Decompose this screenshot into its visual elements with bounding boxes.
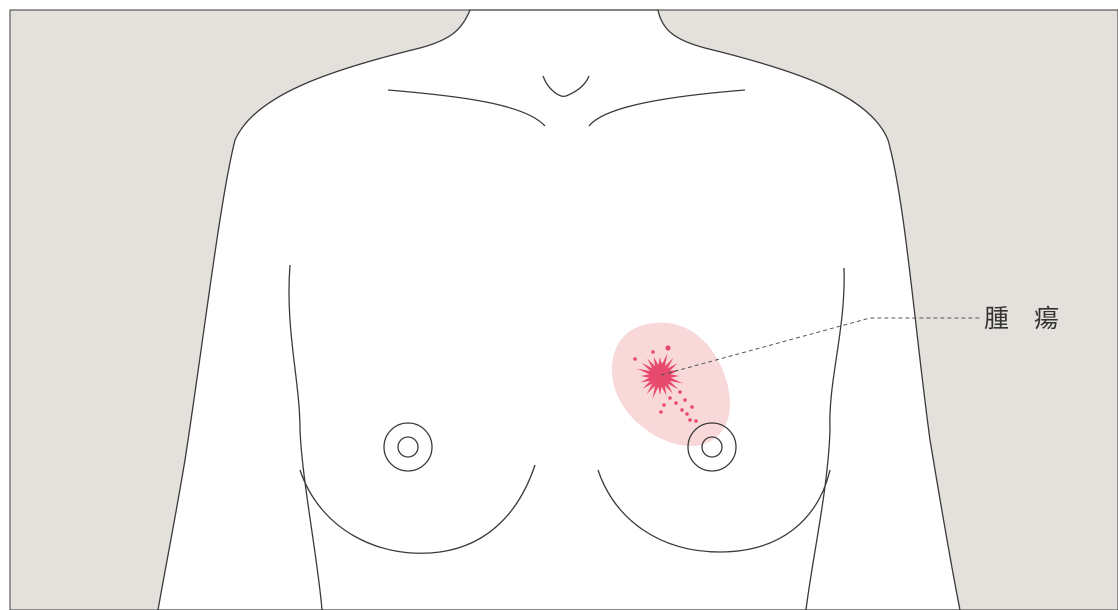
calcification-dot bbox=[668, 396, 672, 400]
calcification-dot bbox=[690, 405, 694, 409]
calcification-dot bbox=[651, 350, 655, 354]
calcification-dot bbox=[659, 410, 663, 414]
calcification-dot bbox=[683, 398, 687, 402]
calcification-dot bbox=[665, 345, 670, 350]
calcification-dot bbox=[694, 419, 698, 423]
calcification-dot bbox=[678, 390, 682, 394]
torso-outline bbox=[158, 10, 960, 610]
calcification-dot bbox=[662, 403, 666, 407]
calcification-dot bbox=[674, 401, 678, 405]
calcification-dot bbox=[685, 412, 689, 416]
calcification-dot bbox=[659, 362, 662, 365]
calcification-dot bbox=[680, 408, 684, 412]
tumor-label: 腫 瘍 bbox=[984, 304, 1059, 333]
calcification-dot bbox=[688, 418, 692, 422]
calcification-dot bbox=[633, 357, 637, 361]
